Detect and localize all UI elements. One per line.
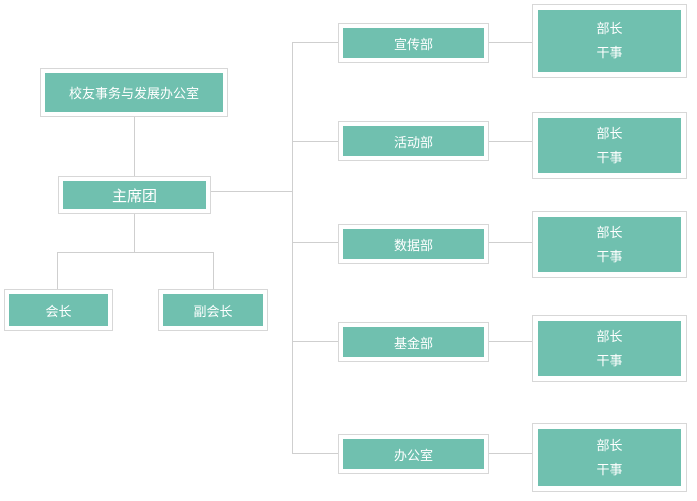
connector-presidium-trunk	[211, 191, 293, 192]
node-dept-fund-label: 基金部	[343, 327, 484, 357]
member-role-secretary: 干事	[596, 149, 623, 165]
node-members-office-labels: 部长 干事	[538, 429, 681, 486]
connector-dept-member-2	[489, 141, 532, 142]
node-members-publicity[interactable]: 部长 干事	[532, 4, 687, 78]
member-role-secretary: 干事	[596, 248, 623, 264]
node-vice-president[interactable]: 副会长	[158, 289, 268, 331]
connector-leaders-bus	[57, 252, 214, 253]
node-members-publicity-labels: 部长 干事	[538, 10, 681, 72]
node-dept-office-label: 办公室	[343, 439, 484, 469]
connector-trunk-dept-1	[292, 42, 338, 43]
member-role-minister: 部长	[596, 224, 623, 240]
connector-dept-member-4	[489, 341, 532, 342]
node-members-data[interactable]: 部长 干事	[532, 211, 687, 278]
connector-trunk-dept-2	[292, 141, 338, 142]
connector-trunk-dept-3	[292, 242, 338, 243]
node-dept-data-label: 数据部	[343, 229, 484, 259]
connector-trunk-dept-4	[292, 341, 338, 342]
node-president[interactable]: 会长	[4, 289, 113, 331]
node-members-data-labels: 部长 干事	[538, 217, 681, 272]
node-presidium-label: 主席团	[63, 181, 206, 209]
node-dept-fund[interactable]: 基金部	[338, 322, 489, 362]
node-dept-publicity-label: 宣传部	[343, 28, 484, 58]
connector-trunk	[292, 42, 293, 454]
member-role-minister: 部长	[596, 21, 623, 36]
connector-trunk-dept-5	[292, 453, 338, 454]
node-dept-publicity[interactable]: 宣传部	[338, 23, 489, 63]
connector-root-presidium	[134, 117, 135, 176]
node-members-fund-labels: 部长 干事	[538, 321, 681, 376]
connector-presidium-bus	[134, 214, 135, 252]
node-members-office[interactable]: 部长 干事	[532, 423, 687, 492]
connector-bus-vice-president	[213, 252, 214, 289]
node-dept-activities[interactable]: 活动部	[338, 121, 489, 161]
member-role-secretary: 干事	[596, 352, 623, 368]
connector-dept-member-5	[489, 453, 532, 454]
node-dept-activities-label: 活动部	[343, 126, 484, 156]
node-dept-office[interactable]: 办公室	[338, 434, 489, 474]
node-members-activities-labels: 部长 干事	[538, 118, 681, 173]
connector-dept-member-3	[489, 242, 532, 243]
node-alumni-office-label: 校友事务与发展办公室	[45, 73, 223, 112]
member-role-secretary: 干事	[596, 45, 623, 60]
node-vice-president-label: 副会长	[163, 294, 263, 326]
node-alumni-office[interactable]: 校友事务与发展办公室	[40, 68, 228, 117]
member-role-secretary: 干事	[596, 461, 623, 477]
node-members-activities[interactable]: 部长 干事	[532, 112, 687, 179]
member-role-minister: 部长	[596, 125, 623, 141]
member-role-minister: 部长	[596, 328, 623, 344]
node-dept-data[interactable]: 数据部	[338, 224, 489, 264]
node-president-label: 会长	[9, 294, 108, 326]
connector-bus-president	[57, 252, 58, 289]
node-presidium[interactable]: 主席团	[58, 176, 211, 214]
connector-dept-member-1	[489, 42, 532, 43]
node-members-fund[interactable]: 部长 干事	[532, 315, 687, 382]
member-role-minister: 部长	[596, 437, 623, 453]
